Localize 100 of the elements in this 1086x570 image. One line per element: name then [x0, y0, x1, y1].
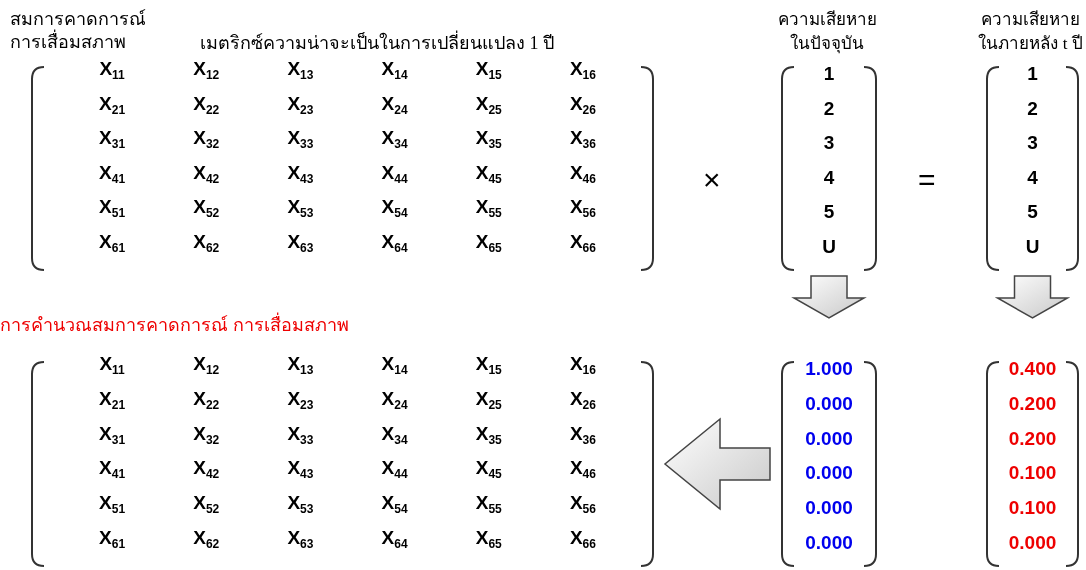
- vector-entry: 1.000: [805, 357, 853, 382]
- matrix-entry: X$_{15}$: [475, 57, 502, 85]
- caption-text: การคำนวณสมการคาดการณ์ การเสื่อมสภาพ: [0, 314, 400, 338]
- matrix-entry: X$_{55}$: [475, 195, 502, 223]
- operator-sign: ×: [703, 162, 722, 198]
- matrix-entry: X$_{53}$: [287, 195, 314, 223]
- vector-entry: 0.000: [1008, 530, 1057, 555]
- matrix-entry: X$_{41}$: [99, 456, 126, 484]
- block-arrow: [791, 275, 867, 319]
- vector-entry: 1: [1027, 62, 1038, 87]
- matrix-entry: X$_{14}$: [381, 57, 408, 85]
- matrix-entry: X$_{32}$: [193, 126, 220, 154]
- matrix-entry: X$_{24}$: [381, 387, 408, 414]
- matrix-entry: X$_{13}$: [287, 352, 314, 380]
- vector-entry: 4: [1027, 165, 1038, 190]
- matrix-entry: X$_{31}$: [99, 421, 126, 449]
- vector-entry: 0.000: [805, 530, 853, 555]
- vector-entry: 4: [823, 165, 835, 190]
- matrix-entry: X$_{44}$: [381, 160, 408, 188]
- matrix-entry: X$_{33}$: [287, 421, 314, 449]
- matrix-entry: X$_{11}$: [99, 57, 125, 85]
- vector-entry: 3: [1027, 131, 1038, 156]
- matrix-entry: X$_{31}$: [99, 126, 126, 154]
- vector-entry: 0.400: [1008, 357, 1057, 382]
- matrix-entry: X$_{12}$: [193, 352, 220, 380]
- vector-entry: 0.200: [1008, 392, 1057, 416]
- matrix-entry: X$_{13}$: [287, 57, 314, 85]
- vector-entry: 0.000: [805, 392, 853, 416]
- matrix-entry: X$_{36}$: [569, 421, 596, 449]
- block-arrow: [994, 275, 1071, 319]
- matrix-entry: X$_{62}$: [193, 525, 220, 553]
- matrix-entry: X$_{45}$: [475, 160, 502, 188]
- matrix-entry: X$_{64}$: [381, 525, 408, 553]
- vector-entry: 5: [1027, 200, 1038, 225]
- matrix-entry: X$_{42}$: [193, 456, 220, 484]
- matrix-entry: X$_{23}$: [287, 91, 314, 119]
- matrix-entry: X$_{62}$: [193, 229, 220, 257]
- column-heading: ความเสียหาย ในปัจจุบัน: [776, 9, 878, 56]
- matrix-entry: X$_{35}$: [475, 126, 502, 154]
- matrix-entry: X$_{34}$: [381, 421, 408, 449]
- matrix-entry: X$_{16}$: [569, 57, 596, 85]
- matrix-entry: X$_{45}$: [475, 456, 502, 484]
- operator-sign: =: [918, 162, 937, 198]
- vector-entry: 0.000: [805, 426, 853, 451]
- vector-entry: 0.100: [1008, 495, 1057, 520]
- matrix-entry: X$_{21}$: [99, 91, 126, 119]
- matrix-entry: X$_{15}$: [475, 352, 502, 380]
- matrix-entry: X$_{22}$: [193, 387, 220, 414]
- matrix-entry: X$_{25}$: [475, 91, 502, 119]
- matrix-entry: X$_{63}$: [287, 525, 314, 553]
- matrix-entry: X$_{65}$: [475, 229, 502, 257]
- matrix-entry: X$_{21}$: [99, 387, 126, 414]
- matrix-entry: X$_{66}$: [569, 229, 596, 257]
- matrix-entry: X$_{35}$: [475, 421, 502, 449]
- matrix-entry: X$_{11}$: [99, 352, 125, 380]
- matrix-entry: X$_{46}$: [569, 456, 596, 484]
- matrix-entry: X$_{43}$: [287, 160, 314, 188]
- matrix-entry: X$_{33}$: [287, 126, 314, 154]
- matrix-entry: X$_{64}$: [381, 229, 408, 257]
- column-heading: ความเสียหาย ในภายหลัง t ปี: [977, 9, 1084, 55]
- matrix-entry: X$_{54}$: [381, 195, 408, 223]
- matrix-entry: X$_{34}$: [381, 126, 408, 154]
- vector-entry: 0.100: [1008, 461, 1057, 486]
- matrix-entry: X$_{41}$: [99, 160, 126, 188]
- caption-text: สมการคาดการณ์ การเสื่อมสภาพ: [10, 8, 147, 55]
- matrix-entry: X$_{51}$: [99, 195, 126, 223]
- matrix-entry: X$_{16}$: [569, 352, 596, 380]
- matrix-entry: X$_{12}$: [193, 57, 220, 85]
- vector-entry: 5: [823, 200, 835, 225]
- vector-entry: 2: [1027, 96, 1038, 121]
- matrix-entry: X$_{14}$: [381, 352, 408, 380]
- matrix-entry: X$_{42}$: [193, 160, 220, 188]
- matrix-entry: X$_{24}$: [381, 91, 408, 119]
- vector-entry: U: [1025, 234, 1040, 259]
- matrix-entry: X$_{56}$: [569, 195, 596, 223]
- vector-entry: U: [822, 234, 836, 259]
- matrix-entry: X$_{25}$: [475, 387, 502, 414]
- matrix-entry: X$_{66}$: [569, 525, 596, 553]
- matrix-entry: X$_{22}$: [193, 91, 220, 119]
- matrix-entry: X$_{44}$: [381, 456, 408, 484]
- matrix-entry: X$_{63}$: [287, 229, 314, 257]
- matrix-entry: X$_{51}$: [99, 490, 126, 518]
- matrix-entry: X$_{53}$: [287, 490, 314, 518]
- matrix-entry: X$_{61}$: [99, 229, 126, 257]
- matrix-entry: X$_{52}$: [193, 490, 220, 518]
- matrix-entry: X$_{23}$: [287, 387, 314, 414]
- vector-entry: 0.200: [1008, 426, 1057, 451]
- matrix-entry: X$_{52}$: [193, 195, 220, 223]
- matrix-entry: X$_{56}$: [569, 490, 596, 518]
- block-arrow: [663, 417, 771, 511]
- matrix-entry: X$_{26}$: [569, 387, 596, 414]
- matrix-entry: X$_{32}$: [193, 421, 220, 449]
- vector-entry: 0.000: [805, 495, 853, 520]
- matrix-entry: X$_{46}$: [569, 160, 596, 188]
- vector-entry: 3: [823, 131, 835, 156]
- vector-entry: 0.000: [805, 461, 853, 486]
- matrix-title: เมตริกซ์ความน่าจะเป็นในการเปลี่ยนแปลง 1 ปี: [200, 31, 620, 55]
- matrix-entry: X$_{36}$: [569, 126, 596, 154]
- matrix-entry: X$_{43}$: [287, 456, 314, 484]
- matrix-entry: X$_{55}$: [475, 490, 502, 518]
